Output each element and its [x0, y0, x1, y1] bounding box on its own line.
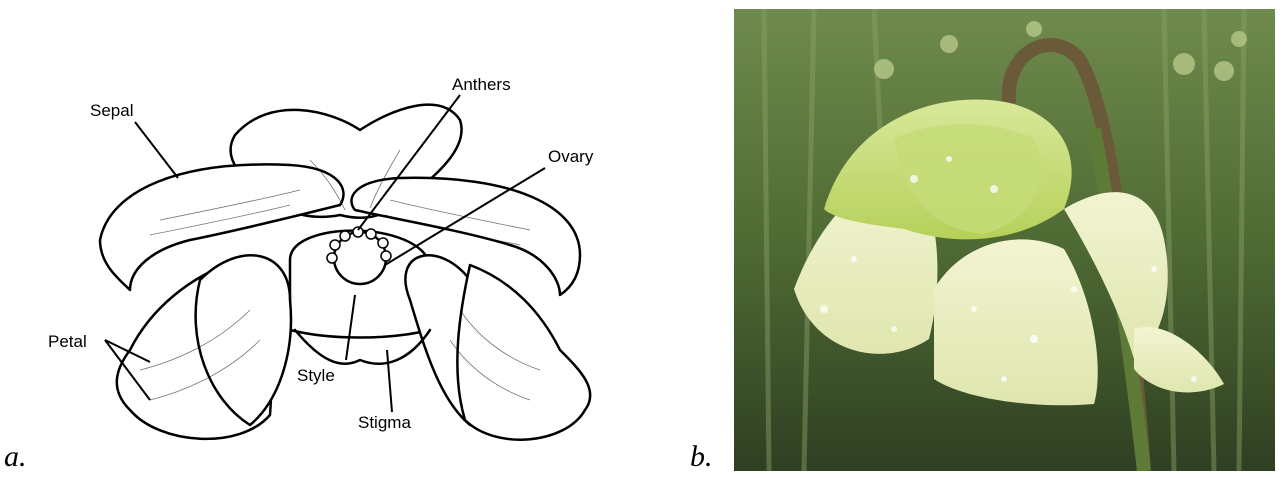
label-style: Style [297, 366, 335, 385]
petal-right-outer [457, 265, 590, 440]
flower-diagram-drawing: Sepal Anthers Ovary Petal Style Stigma [40, 40, 640, 460]
flower-diagram: Sepal Anthers Ovary Petal Style Stigma [40, 40, 640, 460]
label-petal: Petal [48, 332, 87, 351]
label-ovary: Ovary [548, 147, 594, 166]
flower-photo-image [734, 9, 1275, 471]
label-anthers: Anthers [452, 75, 511, 94]
flower-photo [734, 9, 1275, 471]
panel-label-b: b. [690, 440, 713, 474]
panel-label-a: a. [4, 440, 27, 474]
label-stigma: Stigma [358, 413, 411, 432]
label-sepal: Sepal [90, 101, 133, 120]
